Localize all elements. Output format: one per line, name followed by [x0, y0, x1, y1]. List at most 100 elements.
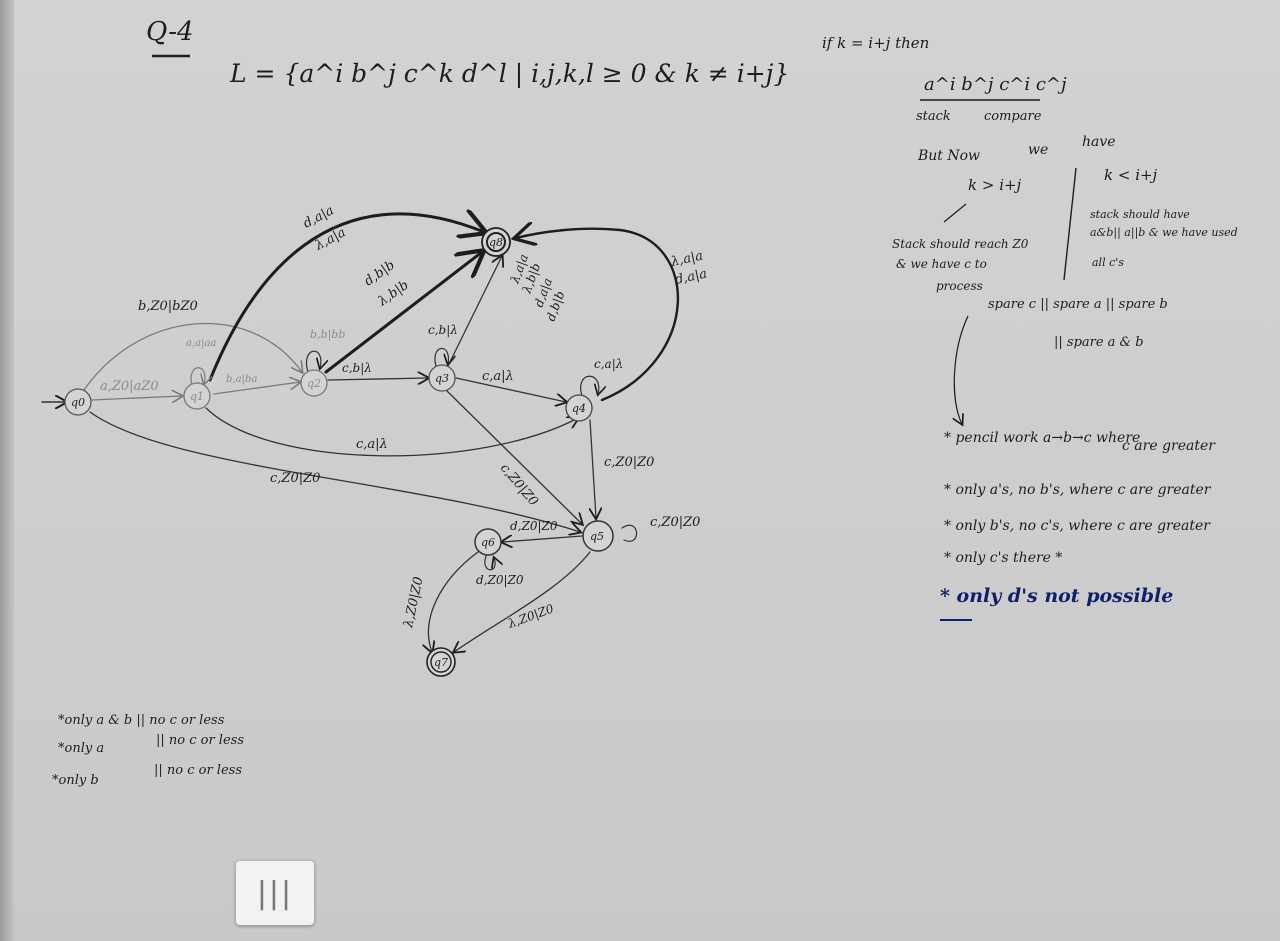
state-q8-final-inner [486, 232, 506, 252]
svg-text:we: we [1028, 142, 1048, 158]
svg-text:* only a's, no b's, where c ar: * only a's, no b's, where c are greater [944, 482, 1212, 498]
svg-text:q6: q6 [481, 536, 495, 549]
state-q1 [183, 382, 211, 410]
edge-q0-q1 [91, 396, 182, 400]
svg-text:compare: compare [984, 109, 1042, 124]
edge-q3-q5 [445, 389, 582, 524]
edge-q1-q2 [213, 382, 300, 395]
svg-text:*only b: *only b [52, 773, 99, 788]
svg-text:a,a|aa: a,a|aa [186, 338, 216, 349]
svg-text:c,b|λ: c,b|λ [342, 361, 372, 375]
svg-text:λ,a|a: λ,a|a [669, 249, 705, 271]
edge-q5-q6 [502, 536, 583, 542]
svg-text:if k = i+j then: if k = i+j then [822, 34, 929, 52]
states [64, 227, 614, 677]
svg-text:*only a & b || no c or less: *only a & b || no c or less [58, 713, 225, 728]
svg-text:But Now: But Now [917, 148, 980, 164]
svg-text:c,Z0|Z0: c,Z0|Z0 [270, 471, 320, 486]
svg-text:* only d's not possible: * only d's not possible [940, 585, 1173, 607]
svg-text:d,a|a: d,a|a [301, 203, 337, 231]
edge-q2-q3 [327, 378, 428, 380]
svg-text:d,Z0|Z0: d,Z0|Z0 [476, 573, 524, 587]
svg-text:λ,Z0|Z0: λ,Z0|Z0 [401, 575, 427, 629]
svg-text:q5: q5 [590, 530, 604, 543]
edge-q4-q5 [590, 419, 596, 518]
loop-q6 [484, 556, 495, 571]
svg-text:b,Z0|bZ0: b,Z0|bZ0 [138, 299, 198, 314]
svg-text:k < i+j: k < i+j [1104, 166, 1158, 184]
svg-text:a,Z0|aZ0: a,Z0|aZ0 [100, 379, 159, 394]
svg-text:|| no c or less: || no c or less [154, 763, 242, 778]
svg-text:|| no c or less: || no c or less [156, 733, 244, 748]
svg-text:q0: q0 [71, 396, 85, 409]
svg-text:* pencil work a→b→c where: * pencil work a→b→c where [944, 430, 1140, 446]
edge-q6-q7 [429, 551, 479, 652]
question-title: Q-4 [146, 17, 194, 47]
state-q7-final-inner [430, 651, 452, 673]
state-q5 [582, 520, 614, 552]
state-q4 [565, 394, 593, 422]
svg-text:q1: q1 [190, 390, 204, 403]
svg-text:k > i+j: k > i+j [968, 176, 1022, 194]
svg-text:c,Z0|Z0: c,Z0|Z0 [650, 515, 700, 530]
edge-q1-final [208, 214, 484, 382]
gt-arrow [943, 203, 967, 223]
state-labels: q0 q1 q2 q3 q4 q5 q6 q7 q8 [71, 236, 604, 669]
grip-icon: ||| [256, 875, 294, 911]
bottom-notes: *only a & b || no c or less *only a || n… [52, 713, 244, 788]
svg-text:d,Z0|Z0: d,Z0|Z0 [510, 519, 558, 533]
svg-text:q7: q7 [434, 656, 448, 669]
state-q0 [64, 388, 92, 416]
svg-text:q3: q3 [435, 372, 449, 385]
edge-q0-q5 [89, 411, 580, 532]
svg-text:b,a|ba: b,a|ba [226, 374, 257, 385]
edge-q3-final [447, 256, 502, 367]
edge-q5-q7 [454, 551, 591, 652]
loop-q2 [305, 350, 320, 373]
edge-q2-final [324, 252, 482, 374]
edge-q1-q4 [205, 407, 578, 457]
right-notes: if k = i+j then a^i b^j c^i c^j stack co… [822, 34, 1238, 621]
svg-text:b,b|bb: b,b|bb [310, 328, 345, 342]
svg-text:d,a|a: d,a|a [674, 267, 709, 288]
svg-text:* only b's, no c's, where c ar: * only b's, no c's, where c are greater [944, 518, 1211, 534]
svg-text:c are greater: c are greater [1122, 438, 1216, 454]
svg-text:q4: q4 [572, 402, 586, 415]
loop-q1 [190, 367, 205, 387]
svg-text:& we have c to: & we have c to [896, 257, 987, 271]
svg-text:*only a: *only a [58, 741, 104, 756]
svg-text:λ,b|b: λ,b|b [375, 278, 412, 310]
loop-q4 [580, 375, 599, 396]
language-definition: L = {a^i b^j c^k d^l | i,j,k,l ≥ 0 & k ≠… [229, 59, 789, 89]
edges [41, 214, 679, 652]
svg-text:have: have [1082, 134, 1116, 150]
svg-text:c,Z0|Z0: c,Z0|Z0 [497, 461, 541, 509]
spare-arrow [954, 315, 969, 424]
page-edge [0, 0, 14, 941]
svg-text:spare c || spare a || spare b: spare c || spare a || spare b [988, 297, 1168, 312]
svg-text:c,a|λ: c,a|λ [482, 369, 514, 384]
edge-q3-q4 [455, 377, 566, 402]
svg-text:c,a|λ: c,a|λ [356, 437, 388, 452]
svg-text:c,b|λ: c,b|λ [428, 323, 458, 337]
svg-text:a^i b^j c^i c^j: a^i b^j c^i c^j [924, 74, 1067, 95]
state-q2 [300, 369, 328, 397]
svg-text:all c's: all c's [1092, 256, 1124, 269]
svg-text:c,a|λ: c,a|λ [594, 357, 623, 371]
state-q6 [474, 528, 502, 556]
loop-q3 [434, 347, 449, 366]
edge-q4-final [516, 229, 679, 402]
scroll-handle[interactable]: ||| [236, 861, 314, 925]
svg-text:* only c's there *: * only c's there * [944, 550, 1062, 566]
loop-q5 [621, 524, 638, 542]
svg-text:Stack should reach Z0: Stack should reach Z0 [892, 237, 1029, 251]
svg-text:stack should have: stack should have [1090, 208, 1190, 221]
edge-label-group: a,Z0|aZ0 b,Z0|bZ0 c,Z0|Z0 a,a|aa b,a|ba … [100, 203, 708, 631]
svg-text:|| spare a & b: || spare a & b [1054, 335, 1144, 350]
svg-text:process: process [936, 279, 983, 293]
state-q3 [428, 364, 456, 392]
svg-text:stack: stack [916, 109, 951, 124]
svg-text:a&b|| a||b & we have used: a&b|| a||b & we have used [1090, 226, 1238, 240]
